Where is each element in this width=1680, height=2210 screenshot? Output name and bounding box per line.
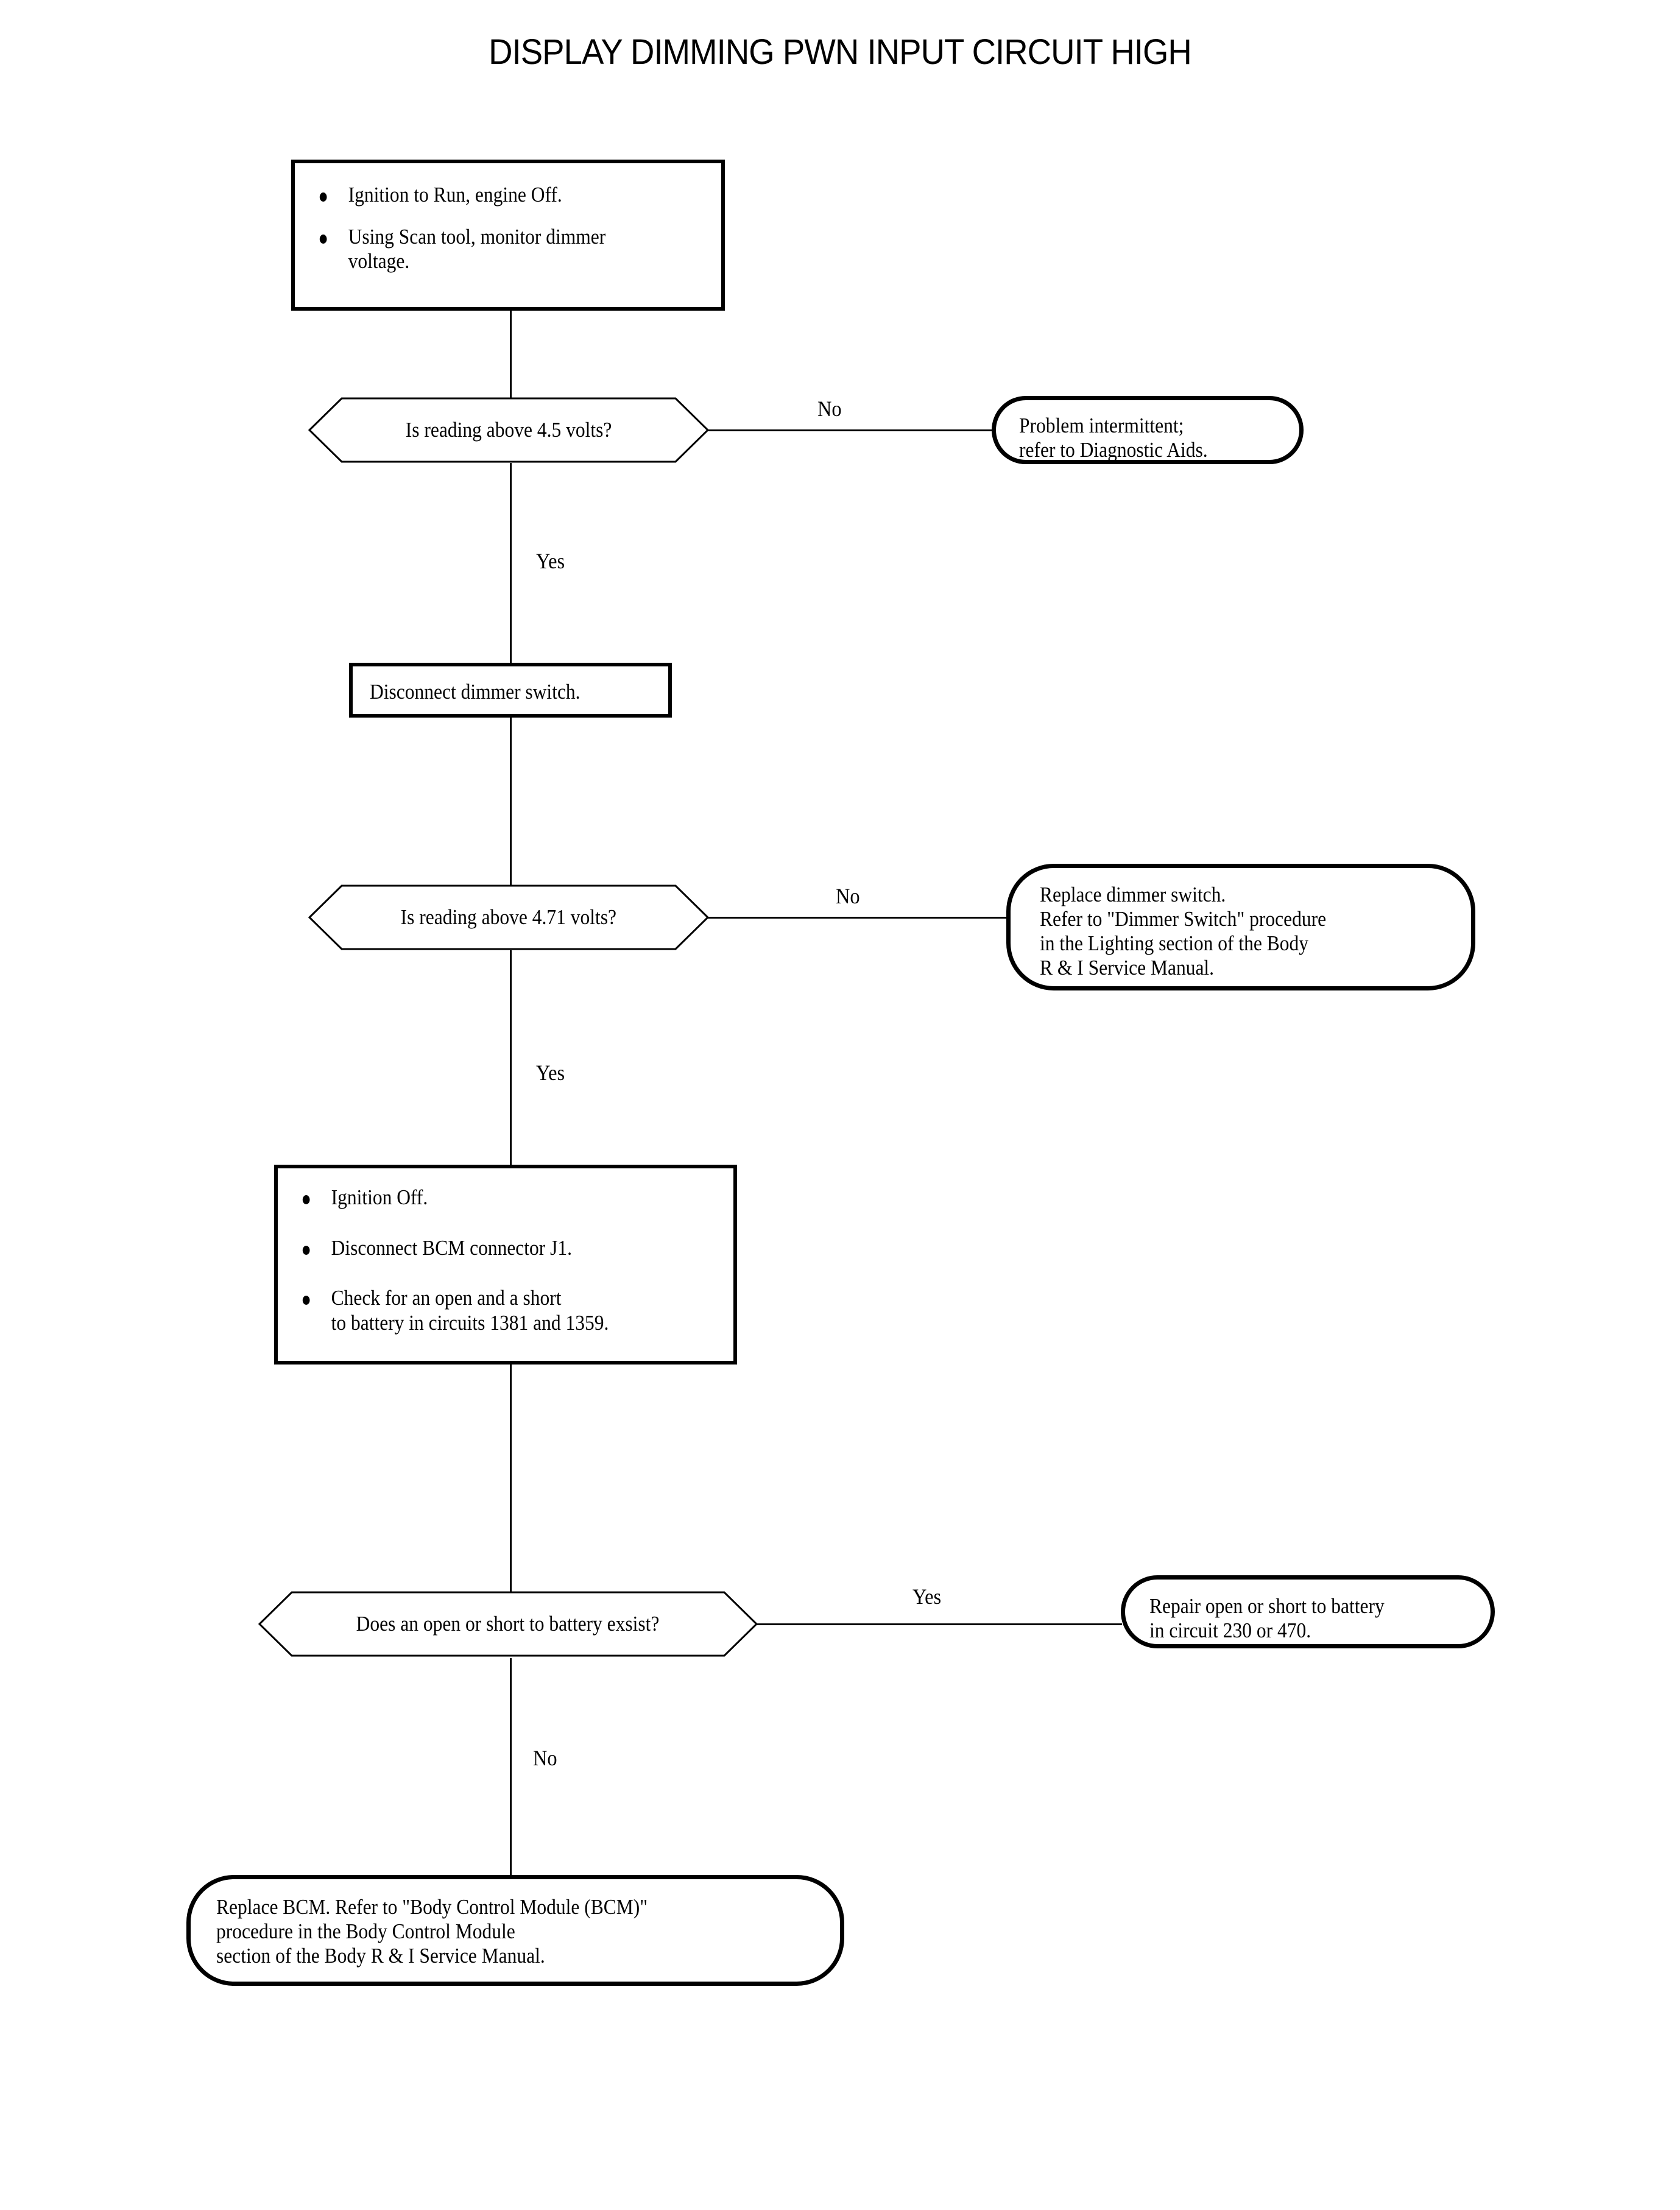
connector-step2-to-decision2 [510, 716, 512, 885]
terminator-box-result3: Repair open or short to battery in circu… [1121, 1575, 1495, 1648]
connector-decision1-to-step2 [510, 463, 512, 666]
decision2-label-wrap: Is reading above 4.71 volts? [308, 884, 709, 950]
edge-label-decision2-yes: Yes [536, 1061, 565, 1085]
terminator-box-result2: Replace dimmer switch. Refer to "Dimmer … [1006, 864, 1475, 990]
connector-step3-to-decision3 [510, 1364, 512, 1593]
list-item: Disconnect BCM connector J1. [296, 1236, 685, 1261]
terminator-box-result1: Problem intermittent; refer to Diagnosti… [992, 396, 1304, 464]
list-item: Using Scan tool, monitor dimmer voltage. [313, 225, 675, 274]
list-item: Ignition to Run, engine Off. [313, 183, 675, 208]
process-box-step2: Disconnect dimmer switch. [349, 663, 672, 718]
connector-decision1-no-branch [708, 429, 993, 431]
list-item: Ignition Off. [296, 1185, 685, 1210]
step3-bullet-list: Ignition Off. Disconnect BCM connector J… [296, 1185, 729, 1335]
edge-label-decision2-no: No [836, 884, 860, 908]
decision-shape-decision2: Is reading above 4.71 volts? [308, 884, 709, 950]
decision3-outline [258, 1591, 758, 1657]
decision3-label-wrap: Does an open or short to battery exsist? [258, 1591, 758, 1657]
terminator-box-result4: Replace BCM. Refer to "Body Control Modu… [186, 1875, 844, 1986]
decision1-label-wrap: Is reading above 4.5 volts? [308, 397, 709, 463]
result2-text: Replace dimmer switch. Refer to "Dimmer … [1040, 883, 1327, 980]
connector-step1-to-decision1 [510, 308, 512, 399]
page-title: DISPLAY DIMMING PWN INPUT CIRCUIT HIGH [489, 32, 1192, 72]
step1-bullet-list: Ignition to Run, engine Off. Using Scan … [313, 183, 715, 274]
connector-decision3-to-result4 [510, 1658, 512, 1888]
decision2-outline [308, 884, 709, 950]
decision2-text: Is reading above 4.71 volts? [400, 905, 617, 929]
edge-label-decision1-yes: Yes [536, 549, 565, 573]
process-box-step1: Ignition to Run, engine Off. Using Scan … [291, 160, 725, 311]
decision1-outline [308, 397, 709, 463]
connector-decision3-yes-branch [757, 1623, 1122, 1625]
connector-decision2-no-branch [707, 917, 1023, 919]
list-item: Check for an open and a short to battery… [296, 1286, 685, 1335]
decision-shape-decision3: Does an open or short to battery exsist? [258, 1591, 758, 1657]
decision3-text: Does an open or short to battery exsist? [356, 1612, 660, 1636]
edge-label-decision3-no: No [533, 1746, 557, 1770]
result4-text: Replace BCM. Refer to "Body Control Modu… [216, 1895, 648, 1968]
edge-label-decision1-no: No [817, 397, 842, 421]
result1-text: Problem intermittent; refer to Diagnosti… [1019, 414, 1208, 462]
connector-decision2-to-step3 [510, 950, 512, 1168]
edge-label-decision3-yes: Yes [912, 1584, 942, 1609]
step2-text: Disconnect dimmer switch. [370, 680, 581, 704]
process-box-step3: Ignition Off. Disconnect BCM connector J… [274, 1165, 737, 1364]
result3-text: Repair open or short to battery in circu… [1149, 1594, 1385, 1642]
decision1-text: Is reading above 4.5 volts? [405, 418, 612, 442]
decision-shape-decision1: Is reading above 4.5 volts? [308, 397, 709, 463]
